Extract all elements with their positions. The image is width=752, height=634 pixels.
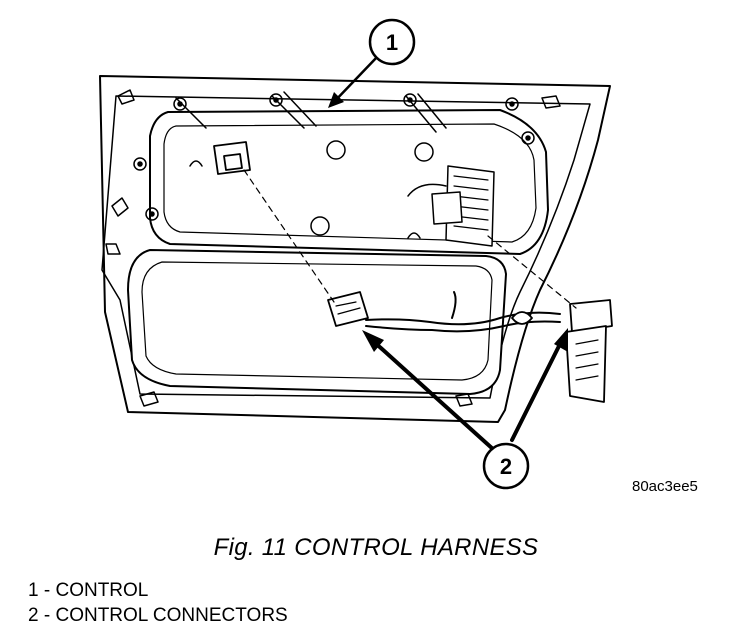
leader-line-2a: [370, 338, 496, 452]
legend-item-1: 1 - CONTROL: [28, 578, 288, 603]
alignment-line-left: [243, 169, 335, 303]
legend-separator: -: [43, 605, 51, 626]
harness-connector-plug: [327, 291, 369, 327]
figure-caption: Fig. 11 CONTROL HARNESS: [213, 534, 539, 561]
leader-line-2b: [510, 338, 564, 442]
callout-circle-2: [482, 442, 530, 490]
legend-text: CONTROL CONNECTORS: [55, 605, 288, 626]
panel-rim: [101, 95, 591, 399]
callout-circle-1: [368, 18, 416, 66]
legend: 1 - CONTROL 2 - CONTROL CONNECTORS: [28, 578, 288, 628]
leader-line-1: [330, 54, 380, 106]
right-harness-connector: [511, 299, 613, 403]
legend-item-2: 2 - CONTROL CONNECTORS: [28, 603, 288, 628]
callout-number-2: 2: [500, 454, 512, 479]
armrest-pocket: [127, 249, 507, 395]
legend-number: 1: [28, 580, 39, 601]
figure-code: 80ac3ee5: [632, 478, 698, 495]
control-connector-socket-left: [213, 141, 251, 175]
legend-separator: -: [43, 580, 51, 601]
control-harness-illustration: 1 2: [99, 18, 613, 490]
callout-number-1: 1: [386, 30, 398, 55]
alignment-line-right: [487, 235, 577, 309]
legend-text: CONTROL: [55, 580, 149, 601]
legend-number: 2: [28, 605, 39, 626]
control-connector-socket-right: [407, 165, 495, 247]
